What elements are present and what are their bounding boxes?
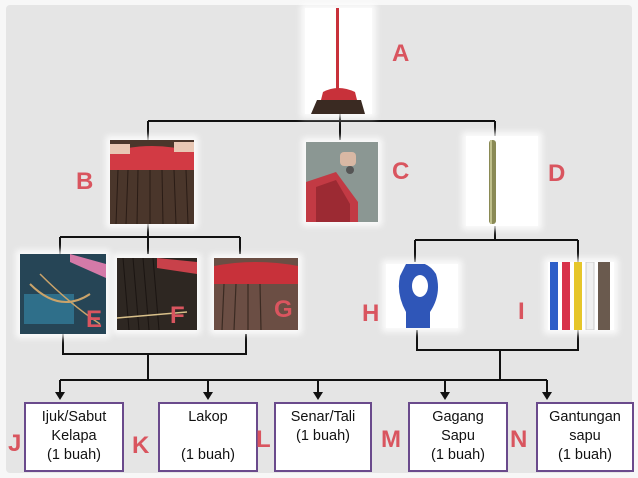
photo-i: [548, 262, 614, 330]
photo-d: [466, 136, 538, 226]
node-letter-h: H: [362, 300, 380, 327]
box-letter-l: L: [256, 426, 271, 453]
box-letter-m: M: [381, 426, 401, 453]
box-ijuk: Ijuk/Sabut Kelapa (1 buah): [24, 402, 124, 472]
node-letter-a: A: [392, 40, 410, 67]
box-gagang: Gagang Sapu (1 buah): [408, 402, 508, 472]
photo-g: [214, 258, 298, 330]
photo-b: [110, 140, 194, 224]
broom-icon: [311, 8, 365, 114]
photo-a: [305, 8, 372, 114]
connector-a-to-bcd: [147, 114, 496, 140]
photo-f: [117, 258, 197, 330]
box-gantungan: Gantungan sapu (1 buah): [536, 402, 634, 472]
broom-base-icon: [214, 258, 298, 330]
node-letter-e: E: [86, 306, 103, 333]
photo-c: [306, 142, 378, 222]
connector-efg-merge: [62, 334, 247, 380]
arrowhead-l-icon: [313, 392, 323, 400]
box-letter-k: K: [132, 432, 150, 459]
node-letter-g: G: [274, 296, 293, 323]
connector-hi-merge: [416, 330, 579, 380]
fiber-tying-icon: [20, 254, 106, 334]
node-letter-b: B: [76, 168, 94, 195]
box-senar: Senar/Tali (1 buah): [274, 402, 372, 472]
arrowhead-m-icon: [440, 392, 450, 400]
connector-to-boxes: [59, 379, 548, 394]
photo-e: [20, 254, 106, 334]
broom-head-icon: [110, 140, 194, 224]
box-letter-j: J: [8, 430, 22, 457]
node-letter-f: F: [170, 302, 185, 329]
node-letter-c: C: [392, 158, 410, 185]
node-letter-i: I: [518, 298, 525, 325]
hanger-hook-icon: [398, 264, 438, 328]
connector-b-to-efg: [59, 224, 241, 254]
arrowhead-k-icon: [203, 392, 213, 400]
photo-h: [386, 264, 458, 328]
fiber-threading-icon: [117, 258, 197, 330]
box-lakop: Lakop (1 buah): [158, 402, 258, 472]
connector-d-to-hi: [414, 226, 579, 262]
broom-handle-icon: [489, 140, 496, 224]
colored-handles-icon: [550, 262, 610, 330]
node-letter-d: D: [548, 160, 566, 187]
arrowhead-j-icon: [55, 392, 65, 400]
arrowhead-n-icon: [542, 392, 552, 400]
box-letter-n: N: [510, 426, 528, 453]
broom-screw-joint-icon: [306, 142, 378, 222]
